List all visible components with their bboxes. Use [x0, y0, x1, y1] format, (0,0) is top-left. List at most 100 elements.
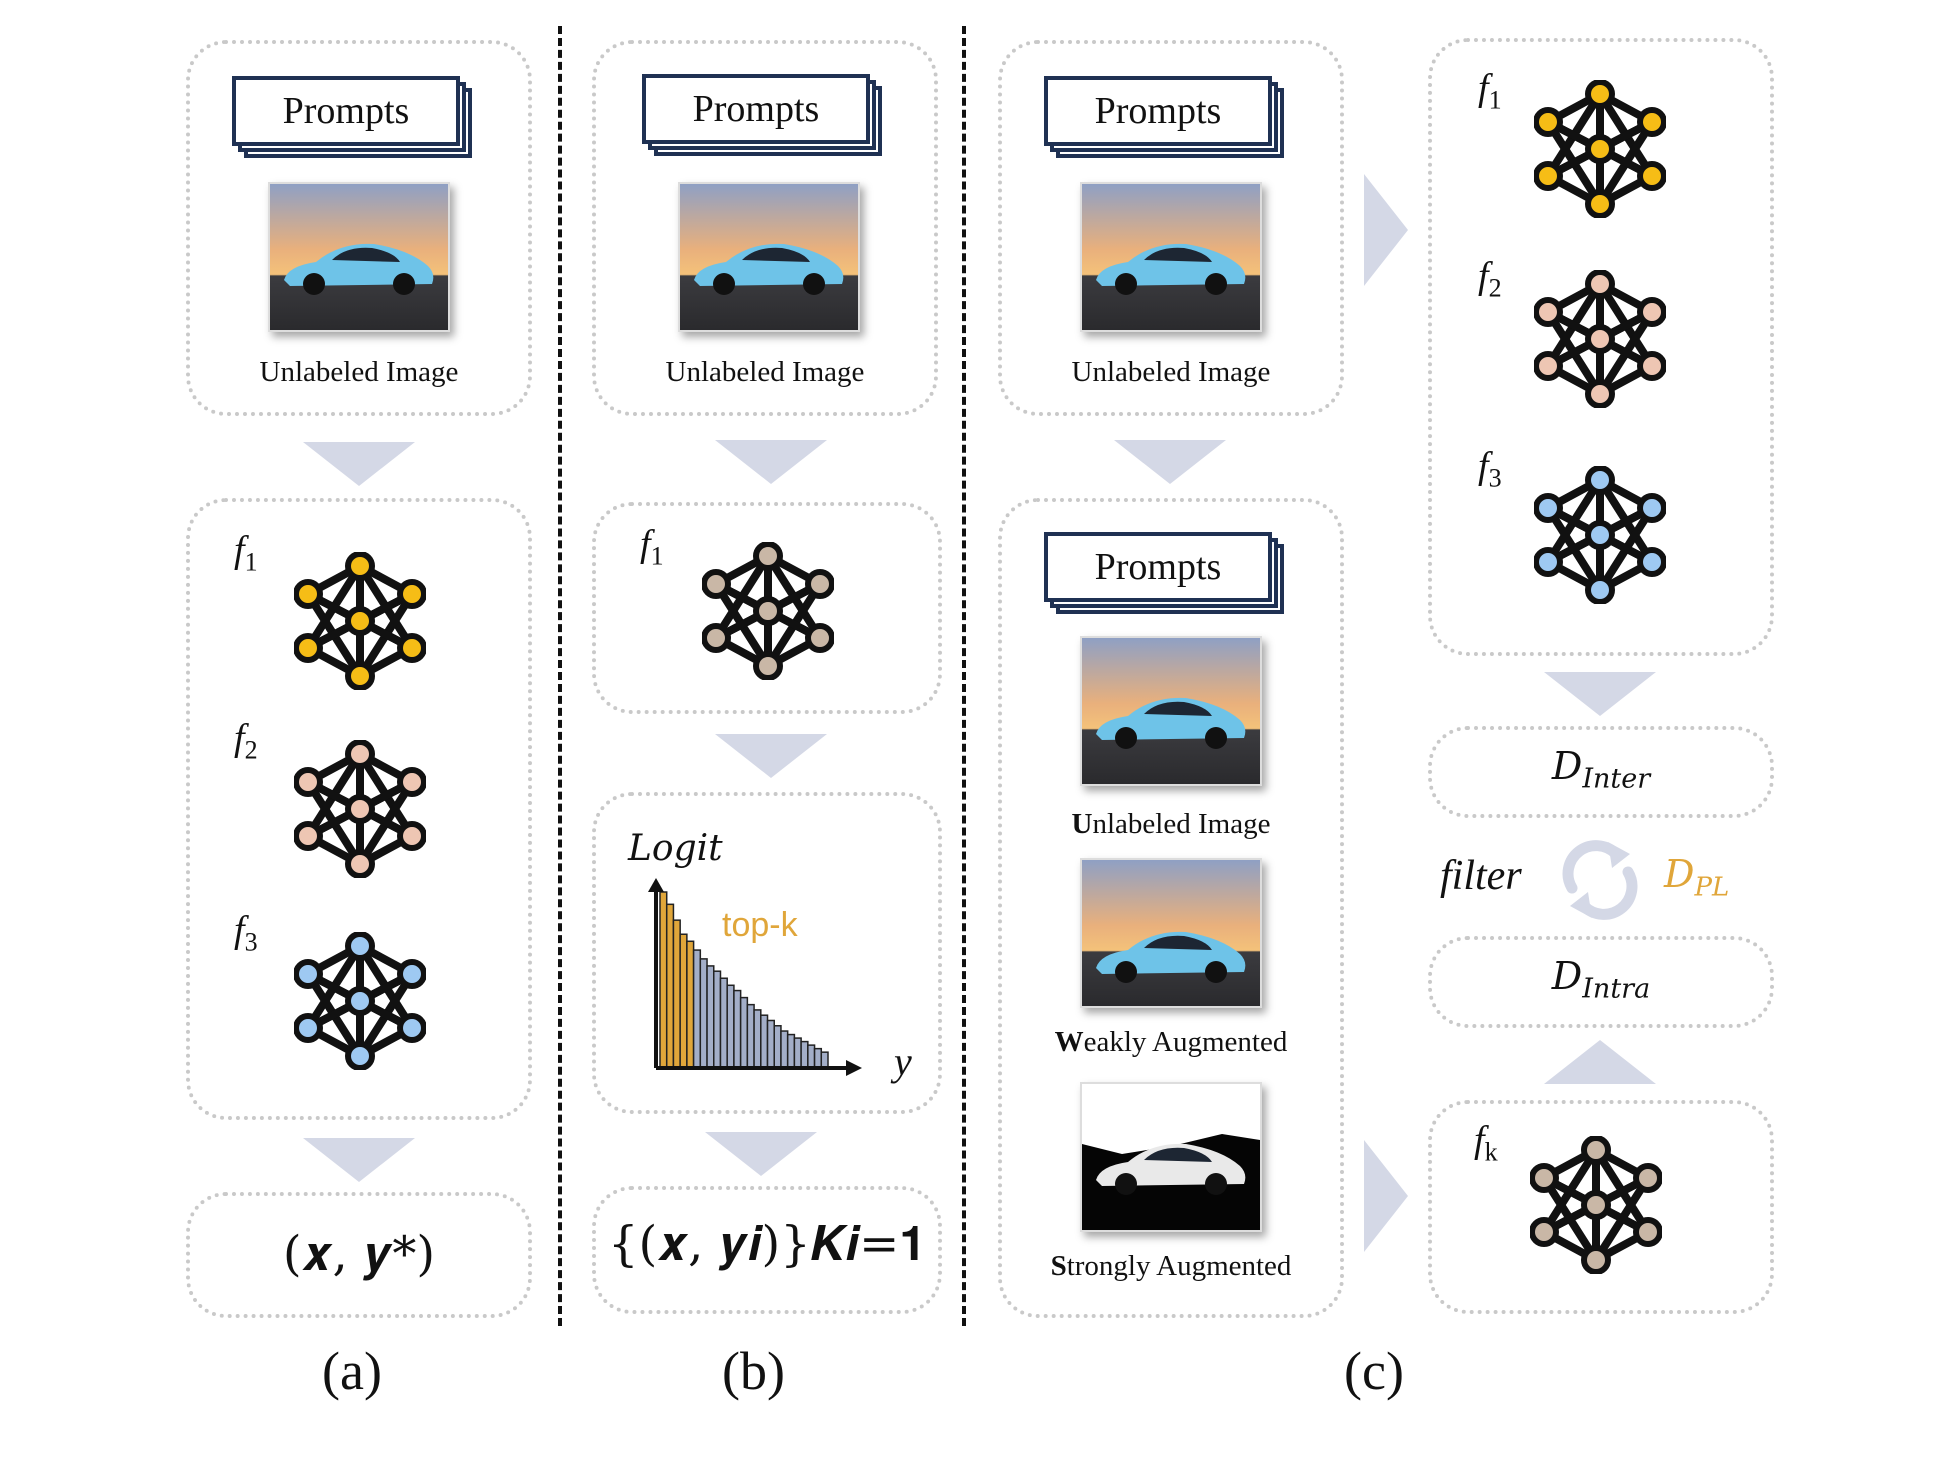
neural-network-icon [1533, 465, 1667, 605]
network-node [345, 606, 375, 636]
network-node [1581, 1190, 1611, 1220]
bar [719, 977, 728, 1069]
network-node [397, 579, 427, 609]
network-node [1633, 1163, 1663, 1193]
bar-topk [679, 933, 688, 1069]
strong-caption: Strongly Augmented [1050, 1250, 1292, 1282]
bar [807, 1044, 816, 1069]
arrow-down [1114, 440, 1226, 484]
neural-network-icon [1529, 1135, 1663, 1275]
car-photo-icon [678, 182, 860, 332]
network-node [397, 767, 427, 797]
weak-caption: Weakly Augmented [1054, 1026, 1288, 1058]
model-label-f1: f1 [234, 529, 258, 577]
network-node [1637, 107, 1667, 137]
bar [820, 1051, 829, 1069]
model-label-f1: f1 [640, 523, 664, 571]
arrow-down [303, 442, 415, 486]
network-node [1585, 379, 1615, 409]
panel-a-output-box [186, 1192, 532, 1318]
d-inter-label: DInter [1551, 744, 1651, 795]
panel-b-chart-box [592, 792, 942, 1114]
separator-b-c [962, 26, 966, 1326]
neural-network-icon [1533, 79, 1667, 219]
network-node [397, 1013, 427, 1043]
network-node [1533, 493, 1563, 523]
network-node [1585, 134, 1615, 164]
panel-label-a: (a) [322, 1341, 382, 1401]
network-node [1585, 465, 1615, 495]
model-label-fk: fk [1474, 1119, 1498, 1167]
network-node [293, 633, 323, 663]
panel-c-prompts-stack-2: Prompts [1044, 532, 1284, 614]
arrow-down [303, 1138, 415, 1182]
network-node [1533, 297, 1563, 327]
bar [813, 1047, 823, 1069]
panel-c-input-box [998, 40, 1344, 416]
arrow-down [1544, 672, 1656, 716]
network-node [345, 661, 375, 691]
bar [713, 970, 722, 1069]
neural-network-icon [701, 541, 835, 681]
d-inter-box [1428, 726, 1774, 818]
bar [793, 1037, 802, 1069]
bar [760, 1014, 769, 1069]
neural-network-icon [293, 739, 427, 879]
network-node [293, 579, 323, 609]
image-caption: Unlabeled Image [1071, 356, 1271, 388]
neural-network-graphic [293, 551, 427, 691]
bar-topk [665, 903, 675, 1069]
bar [773, 1025, 782, 1069]
network-node [1585, 189, 1615, 219]
car-photo-icon [1080, 858, 1262, 1008]
output-formula: {(𝒙, 𝒚𝒊)}𝑲𝒊=𝟏 [607, 1216, 927, 1272]
prompts-label: Prompts [1044, 532, 1272, 602]
chart-y-axis-label: Logit [628, 828, 723, 869]
network-node [1533, 351, 1563, 381]
panel-b-output-box [592, 1186, 942, 1314]
neural-network-icon [1533, 269, 1667, 409]
network-node [293, 959, 323, 989]
network-node [345, 849, 375, 879]
prompts-label: Prompts [1044, 76, 1272, 146]
prompts-label: Prompts [232, 76, 460, 146]
network-node [1637, 547, 1667, 577]
arrow-down [715, 440, 827, 484]
network-node [1637, 493, 1667, 523]
network-node [701, 623, 731, 653]
network-node [1585, 324, 1615, 354]
network-node [1533, 161, 1563, 191]
network-node [753, 651, 783, 681]
network-node [1585, 269, 1615, 299]
arrow-right [1364, 1140, 1408, 1252]
network-node [1585, 79, 1615, 109]
arrow-up [1544, 1040, 1656, 1084]
network-node [1581, 1135, 1611, 1165]
panel-a-input-box [186, 40, 532, 416]
network-node [1581, 1245, 1611, 1275]
car-photo-graphic [1082, 638, 1260, 784]
car-photo-graphic [680, 184, 858, 330]
network-node [1637, 297, 1667, 327]
bar-topk [659, 891, 668, 1069]
bar [706, 965, 715, 1069]
car-photo-graphic [270, 184, 448, 330]
network-node [293, 767, 323, 797]
network-node [1529, 1217, 1559, 1247]
image-caption: Unlabeled Image [665, 356, 865, 388]
car-photo-graphic [1082, 184, 1260, 330]
network-node [753, 541, 783, 571]
model-label-f3: f3 [234, 909, 258, 957]
network-node [293, 1013, 323, 1043]
bar [726, 984, 735, 1069]
network-node [1533, 547, 1563, 577]
network-node [805, 623, 835, 653]
network-node [345, 1041, 375, 1071]
neural-network-graphic [1533, 465, 1667, 605]
network-node [345, 551, 375, 581]
panel-b-input-box [592, 40, 938, 416]
chart-x-axis-label: y [894, 1039, 912, 1084]
arrow-down [705, 1132, 817, 1176]
prompts-label: Prompts [642, 74, 870, 144]
